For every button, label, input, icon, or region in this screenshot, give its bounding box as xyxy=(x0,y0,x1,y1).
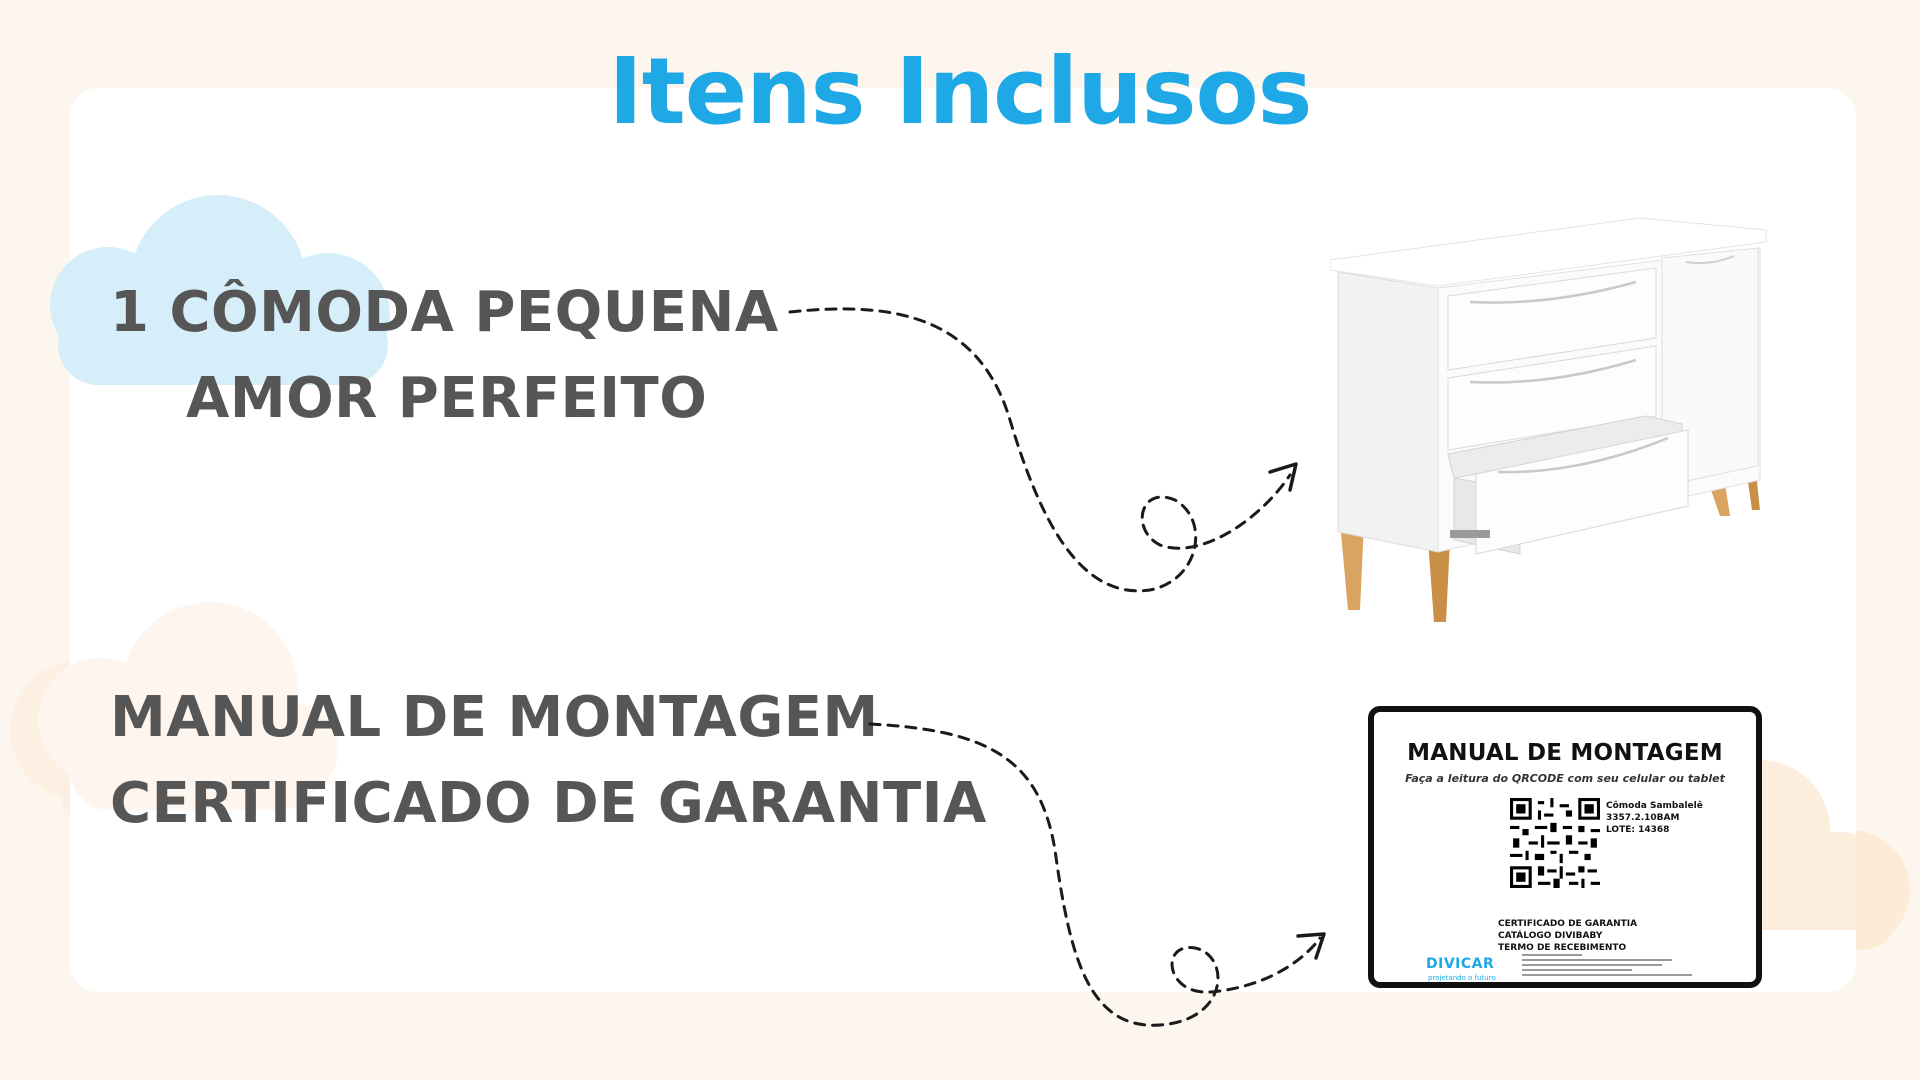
document-line: TERMO DE RECEBIMENTO xyxy=(1498,943,1627,953)
item-included-documents: MANUAL DE MONTAGEM CERTIFICADO DE GARANT… xyxy=(110,675,987,847)
product-line: LOTE: 14368 xyxy=(1606,825,1670,835)
dresser-image xyxy=(1330,217,1767,622)
product-line: 3357.2.10BAM xyxy=(1606,813,1680,823)
document-line: CATÁLOGO DIVIBABY xyxy=(1498,931,1603,941)
manual-card: MANUAL DE MONTAGEM Faça a leitura do QRC… xyxy=(1368,706,1762,988)
document-line: CERTIFICADO DE GARANTIA xyxy=(1498,919,1638,929)
peach-cloud-icon xyxy=(38,602,338,810)
manual-card-product: Cômoda Sambalelê 3357.2.10BAM LOTE: 1436… xyxy=(1606,800,1703,836)
blue-cloud-icon xyxy=(50,195,390,385)
brand-tagline: projetando o futuro xyxy=(1428,974,1496,982)
item-line: MANUAL DE MONTAGEM xyxy=(110,685,879,750)
manual-card-title: MANUAL DE MONTAGEM xyxy=(1407,740,1723,766)
qr-code-icon xyxy=(1510,798,1600,888)
product-line: Cômoda Sambalelê xyxy=(1606,801,1703,811)
manual-card-documents: CERTIFICADO DE GARANTIA CATÁLOGO DIVIBAB… xyxy=(1498,918,1637,954)
item-included-dresser: 1 CÔMODA PEQUENA AMOR PERFEITO xyxy=(110,270,779,442)
fine-print-lines xyxy=(1522,954,1692,976)
item-line: CERTIFICADO DE GARANTIA xyxy=(110,771,987,836)
page-title: Itens Inclusos xyxy=(608,38,1313,145)
manual-card-subtitle: Faça a leitura do QRCODE com seu celular… xyxy=(1405,772,1725,785)
brand-logo: DIVICAR xyxy=(1426,956,1495,972)
item-line: 1 CÔMODA PEQUENA xyxy=(110,280,779,345)
item-line: AMOR PERFEITO xyxy=(186,366,708,431)
